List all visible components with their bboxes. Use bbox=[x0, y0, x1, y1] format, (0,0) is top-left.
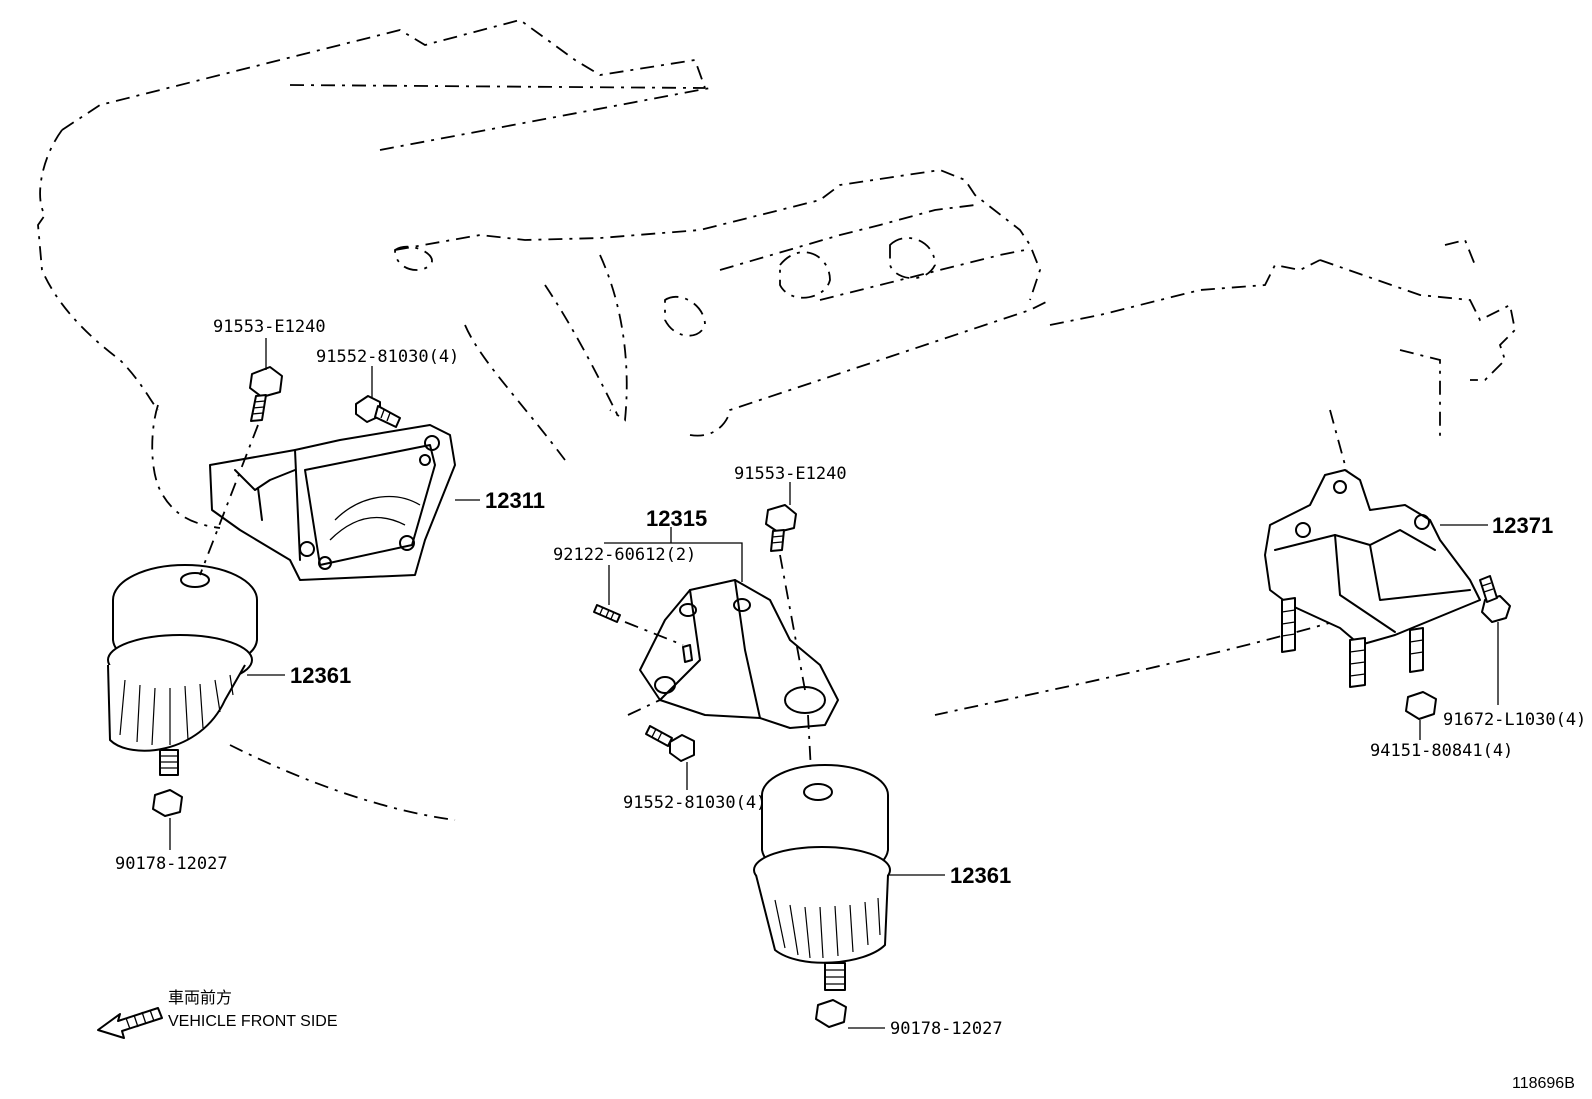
label-nut-94151: 94151-80841(4) bbox=[1370, 741, 1513, 761]
label-bracket-12311: 12311 bbox=[485, 488, 545, 513]
vehicle-front-indicator: 車両前方 VEHICLE FRONT SIDE bbox=[97, 989, 338, 1039]
orientation-label-english: VEHICLE FRONT SIDE bbox=[168, 1013, 338, 1030]
mount-12371[interactable] bbox=[1264, 469, 1481, 688]
bracket-12315[interactable] bbox=[639, 579, 839, 729]
label-bolt-91552-left: 91552-81030(4) bbox=[316, 347, 459, 367]
bolt-91672-rear[interactable] bbox=[1479, 575, 1511, 623]
assembly-line-center-bolt bbox=[627, 699, 661, 716]
bolt-91553-center[interactable] bbox=[765, 504, 797, 552]
label-insulator-12361-center: 12361 bbox=[950, 863, 1011, 888]
front-arrow-icon bbox=[97, 1007, 163, 1039]
label-nut-90178-center: 90178-12027 bbox=[890, 1019, 1003, 1039]
bolt-91553-left[interactable] bbox=[249, 366, 283, 422]
label-mount-12371: 12371 bbox=[1492, 513, 1553, 538]
label-nut-90178-left: 90178-12027 bbox=[115, 854, 228, 874]
stud-92122[interactable] bbox=[593, 604, 621, 623]
assembly-line-center-upper bbox=[779, 554, 806, 691]
nut-90178-left[interactable] bbox=[152, 789, 183, 817]
label-bolt-91553-center: 91553-E1240 bbox=[734, 464, 847, 484]
insulator-12361-center[interactable] bbox=[753, 764, 891, 991]
label-stud-92122: 92122-60612(2) bbox=[553, 545, 696, 565]
bolt-91552-left[interactable] bbox=[355, 395, 401, 428]
bolt-91552-center[interactable] bbox=[645, 725, 695, 762]
assembly-line-left bbox=[199, 424, 259, 576]
label-insulator-12361-left: 12361 bbox=[290, 663, 351, 688]
nut-94151-rear[interactable] bbox=[1405, 691, 1437, 720]
nut-90178-center[interactable] bbox=[815, 999, 847, 1028]
part-labels: 91553-E1240 91552-81030(4) 12311 12361 9… bbox=[115, 317, 1586, 1039]
figure-id: 118696B bbox=[1512, 1075, 1575, 1092]
label-bracket-12315: 12315 bbox=[646, 506, 707, 531]
label-bolt-91553-left: 91553-E1240 bbox=[213, 317, 326, 337]
assembly-line-stud bbox=[624, 621, 684, 646]
leader-lines bbox=[169, 338, 1499, 1029]
insulator-12361-left[interactable] bbox=[107, 564, 258, 776]
bracket-12311[interactable] bbox=[209, 424, 456, 581]
label-bolt-91672: 91672-L1030(4) bbox=[1443, 710, 1586, 730]
orientation-label-japanese: 車両前方 bbox=[168, 989, 232, 1007]
label-bolt-91552-center: 91552-81030(4) bbox=[623, 793, 766, 813]
